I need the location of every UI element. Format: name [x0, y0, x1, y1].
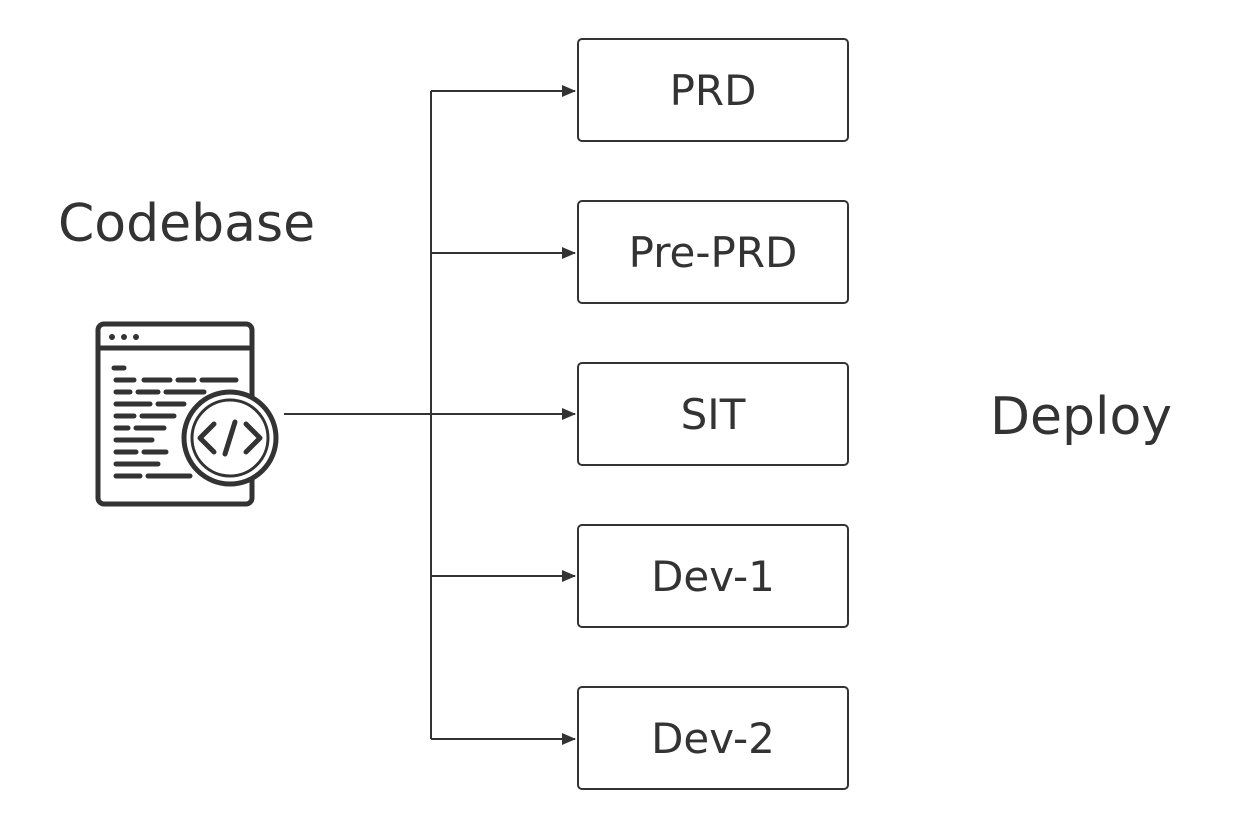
env-box-pre-prd: Pre-PRD [577, 200, 849, 304]
code-window-icon [95, 321, 279, 507]
env-label: SIT [680, 389, 746, 439]
env-box-dev-2: Dev-2 [577, 686, 849, 790]
codebase-label: Codebase [58, 194, 316, 254]
deploy-label: Deploy [990, 387, 1173, 447]
env-label: PRD [669, 65, 757, 115]
env-box-sit: SIT [577, 362, 849, 466]
env-label: Dev-2 [651, 713, 775, 763]
env-box-dev-1: Dev-1 [577, 524, 849, 628]
env-box-prd: PRD [577, 38, 849, 142]
env-label: Pre-PRD [628, 227, 798, 277]
env-label: Dev-1 [651, 551, 775, 601]
